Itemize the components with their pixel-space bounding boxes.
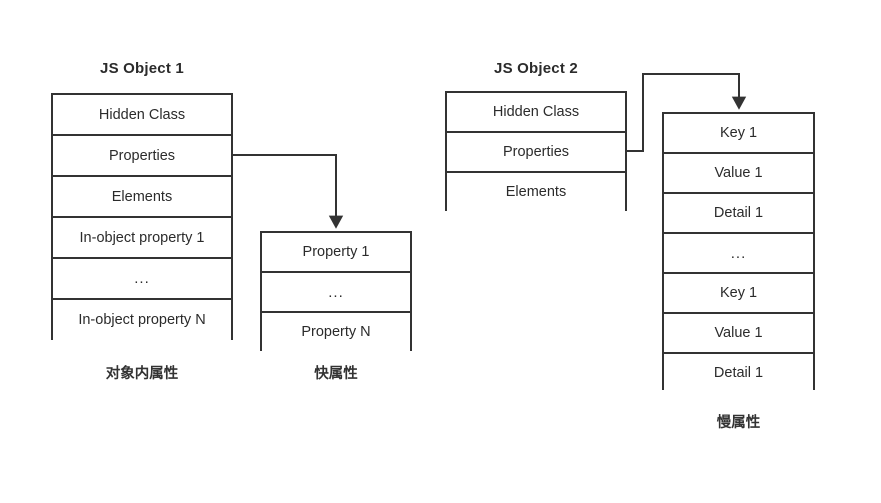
slow-properties-row-value-1-a: Value 1 <box>664 154 813 194</box>
js-object-2-row-properties: Properties <box>447 133 625 173</box>
js-object-2-row-hidden-class: Hidden Class <box>447 93 625 133</box>
slow-properties-row-key-1-b: Key 1 <box>664 274 813 314</box>
js-object-1-row-in-object-property-1: In-object property 1 <box>53 218 231 259</box>
fast-properties-row-ellipsis: ... <box>262 273 410 313</box>
js-object-1-row-in-object-property-n: In-object property N <box>53 300 231 340</box>
connector-object1-properties-to-fast <box>233 154 344 229</box>
fast-properties-caption: 快属性 <box>314 366 358 382</box>
js-object-1-row-hidden-class: Hidden Class <box>53 95 231 136</box>
fast-properties-box: Property 1 ... Property N <box>260 231 412 351</box>
fast-properties-row-property-1: Property 1 <box>262 233 410 273</box>
js-object-1-box: Hidden Class Properties Elements In-obje… <box>51 93 233 340</box>
fast-properties-row-property-n: Property N <box>262 313 410 351</box>
slow-properties-row-key-1-a: Key 1 <box>664 114 813 154</box>
js-object-2-title: JS Object 2 <box>494 60 578 77</box>
slow-properties-box: Key 1 Value 1 Detail 1 ... Key 1 Value 1… <box>662 112 815 392</box>
slow-properties-row-detail-1-b: Detail 1 <box>664 354 813 392</box>
js-object-1-row-ellipsis: ... <box>53 259 231 300</box>
slow-properties-row-value-1-b: Value 1 <box>664 314 813 354</box>
js-object-1-caption: 对象内属性 <box>105 366 179 382</box>
slow-properties-row-ellipsis: ... <box>664 234 813 274</box>
js-object-1-title: JS Object 1 <box>100 60 184 77</box>
js-object-1-row-elements: Elements <box>53 177 231 218</box>
js-object-2-box: Hidden Class Properties Elements <box>445 91 627 211</box>
js-object-1-row-properties: Properties <box>53 136 231 177</box>
slow-properties-caption: 慢属性 <box>716 415 761 431</box>
slow-properties-row-detail-1-a: Detail 1 <box>664 194 813 234</box>
js-object-2-row-elements: Elements <box>447 173 625 211</box>
